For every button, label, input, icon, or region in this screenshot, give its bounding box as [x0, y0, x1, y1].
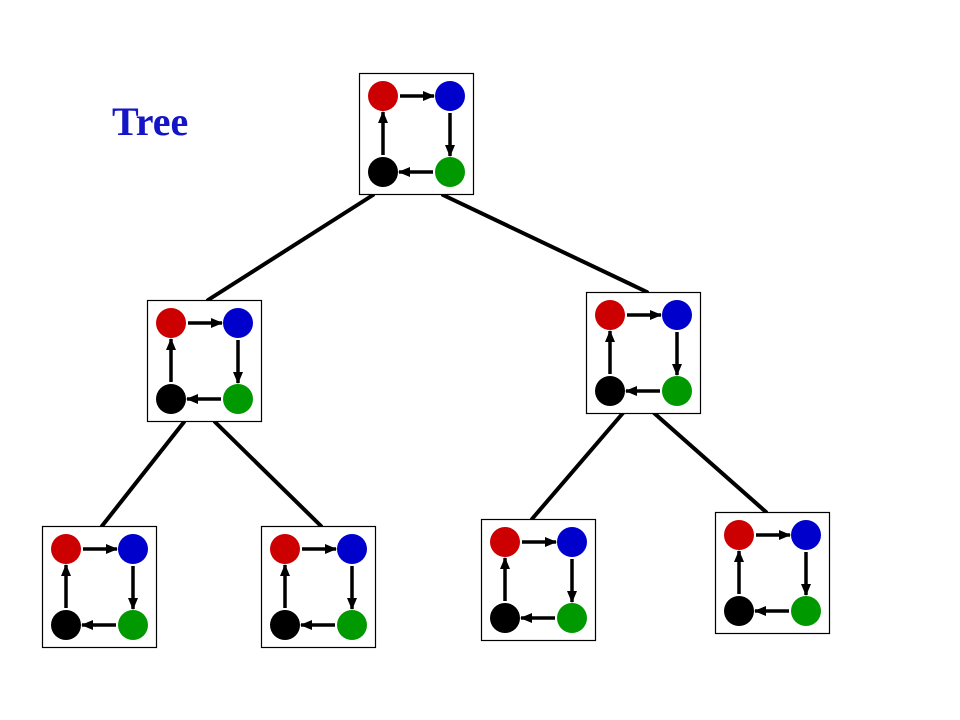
- vertex-red: [51, 534, 81, 564]
- tree-edge-level1-left-to-leaf-2: [213, 420, 323, 528]
- vertex-blue: [791, 520, 821, 550]
- tree-node-leaf-3: [480, 518, 597, 642]
- vertex-blue: [223, 308, 253, 338]
- vertex-red: [595, 300, 625, 330]
- vertex-black: [51, 610, 81, 640]
- tree-node-leaf-4: [714, 511, 831, 635]
- vertex-blue: [557, 527, 587, 557]
- vertex-green: [791, 596, 821, 626]
- tree-edge-root-to-level1-right: [441, 193, 649, 294]
- tree-node-root: [358, 72, 475, 196]
- vertex-red: [724, 520, 754, 550]
- tree-edge-level1-left-to-leaf-1: [100, 420, 186, 528]
- vertex-green: [557, 603, 587, 633]
- tree-node-level1-left: [146, 299, 263, 423]
- tree-edge-level1-right-to-leaf-4: [652, 411, 768, 514]
- vertex-black: [724, 596, 754, 626]
- tree-edge-level1-right-to-leaf-3: [530, 411, 625, 521]
- tree-edges: [100, 193, 768, 528]
- vertex-blue: [337, 534, 367, 564]
- vertex-green: [337, 610, 367, 640]
- vertex-blue: [662, 300, 692, 330]
- tree-node-level1-right: [585, 291, 702, 415]
- vertex-red: [270, 534, 300, 564]
- tree-node-leaf-2: [260, 525, 377, 649]
- vertex-green: [662, 376, 692, 406]
- vertex-green: [118, 610, 148, 640]
- diagram-title: Tree: [112, 99, 189, 144]
- vertex-red: [156, 308, 186, 338]
- vertex-black: [368, 157, 398, 187]
- vertex-blue: [118, 534, 148, 564]
- tree-node-leaf-1: [41, 525, 158, 649]
- vertex-blue: [435, 81, 465, 111]
- vertex-black: [490, 603, 520, 633]
- vertex-green: [435, 157, 465, 187]
- vertex-red: [490, 527, 520, 557]
- tree-nodes: [41, 72, 831, 649]
- vertex-black: [156, 384, 186, 414]
- vertex-red: [368, 81, 398, 111]
- tree-edge-root-to-level1-left: [206, 193, 375, 302]
- vertex-green: [223, 384, 253, 414]
- vertex-black: [595, 376, 625, 406]
- vertex-black: [270, 610, 300, 640]
